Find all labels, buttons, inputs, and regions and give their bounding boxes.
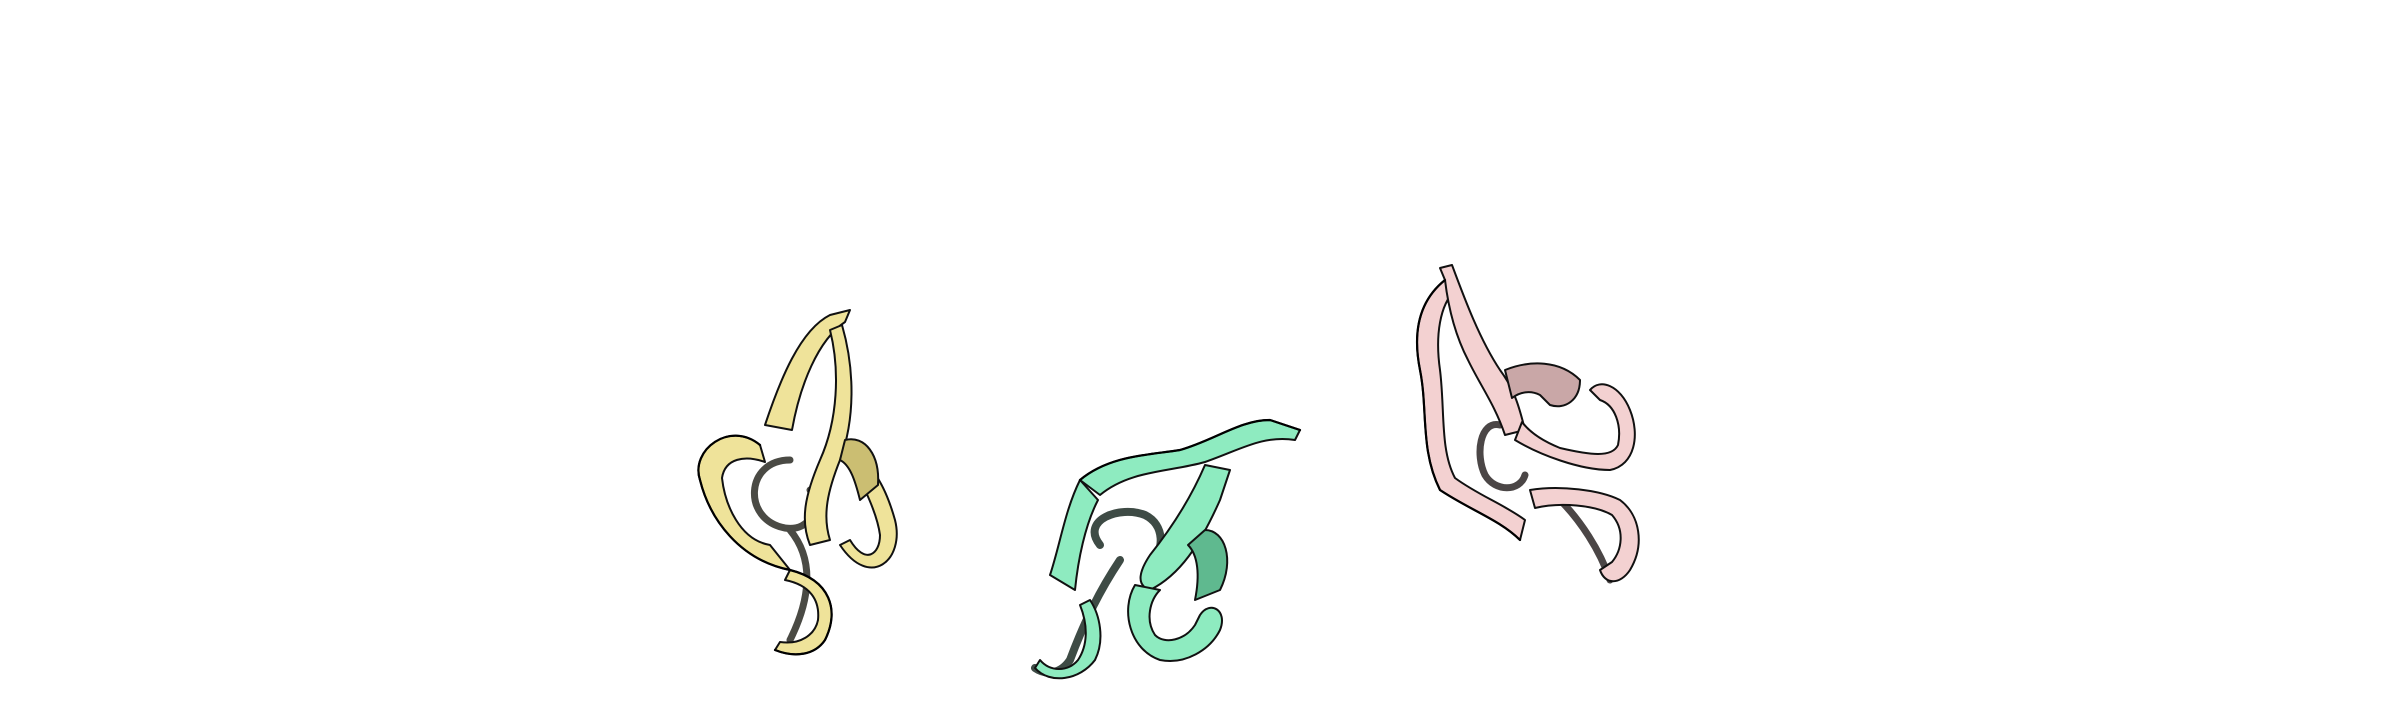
pink-shaded-sheet xyxy=(1504,362,1581,408)
yellow-strand-center xyxy=(803,324,853,546)
pink-strand-top xyxy=(1439,264,1526,436)
green-shaded-sheet xyxy=(1187,529,1229,601)
green-strand-top xyxy=(1079,419,1301,496)
green-tail xyxy=(1034,599,1102,680)
pink-protein-ribbon xyxy=(1415,264,1640,584)
pink-strand-right xyxy=(1514,383,1636,471)
green-strand-left xyxy=(1049,479,1099,591)
green-strand-lower xyxy=(1127,584,1223,662)
green-protein-ribbon xyxy=(1031,418,1302,680)
pink-outline xyxy=(1415,278,1522,542)
yellow-protein-ribbon xyxy=(697,309,898,656)
green-outline xyxy=(1078,418,1302,482)
pink-inner-loop xyxy=(1476,421,1529,492)
yellow-outline xyxy=(697,434,833,656)
pink-strand-lower xyxy=(1529,487,1640,583)
yellow-shaded-sheet xyxy=(839,438,880,501)
yellow-strand-top xyxy=(764,309,851,431)
